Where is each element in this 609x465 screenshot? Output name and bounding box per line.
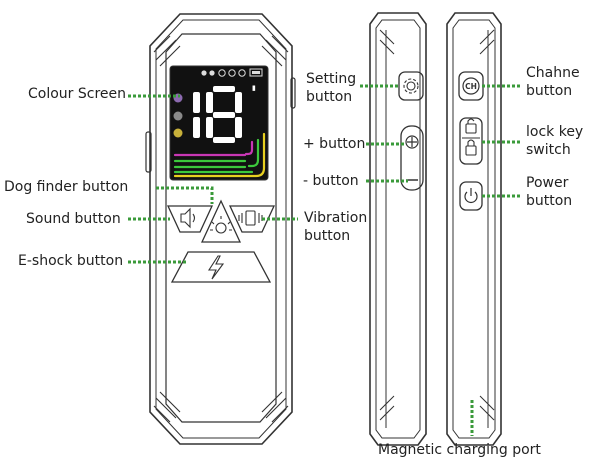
setting-button[interactable]	[398, 71, 424, 101]
channel-icon-text: CH	[465, 82, 477, 91]
power-icon	[464, 188, 478, 203]
label-minus: - button	[303, 173, 359, 189]
gear-icon	[403, 78, 419, 94]
screen-channel-indicator: ▮	[252, 84, 256, 92]
label-plus: + button	[303, 136, 366, 152]
label-sound: Sound button	[26, 211, 121, 227]
corner-grip-top-right	[261, 35, 289, 67]
label-magnetic: Magnetic charging port	[378, 442, 541, 458]
lock-icon	[462, 118, 480, 156]
vibration-button[interactable]	[228, 205, 276, 233]
label-power-line2: button	[526, 193, 573, 209]
screen-mode-icons	[173, 93, 183, 138]
dog-finder-button[interactable]	[200, 199, 242, 243]
leader-dog-finder	[156, 186, 214, 204]
colour-screen: ▮	[169, 65, 269, 181]
label-setting-line1: Setting	[306, 71, 357, 87]
battery-icon	[249, 68, 263, 77]
corner-grip-top-left	[153, 35, 181, 67]
label-vibration-line2: button	[304, 228, 351, 244]
remote-body-outline	[149, 13, 293, 445]
label-vibration-line1: Vibration	[304, 210, 368, 226]
lightning-icon	[207, 255, 225, 280]
remote-face-panel	[165, 33, 277, 423]
flashlight-icon	[210, 216, 232, 234]
status-icons	[201, 68, 263, 77]
eshock-button[interactable]	[170, 251, 272, 283]
speaker-icon	[180, 207, 191, 229]
level-bars	[173, 132, 266, 178]
remote-body-inner	[155, 19, 287, 439]
right-side-key	[290, 77, 296, 109]
remote-front-view	[145, 13, 296, 445]
label-power-line1: Power	[526, 175, 569, 191]
label-lock-line2: switch	[526, 142, 571, 158]
label-setting-line2: button	[306, 89, 353, 105]
label-dog-finder: Dog finder button	[4, 179, 129, 195]
leader-lines	[128, 84, 522, 436]
label-channel-line2: button	[526, 83, 573, 99]
label-eshock: E-shock button	[18, 253, 124, 269]
vibration-icon	[238, 210, 263, 226]
label-channel-line1: Chahne	[526, 65, 580, 81]
plus-button[interactable]	[405, 135, 419, 149]
label-colour-screen: Colour Screen	[28, 86, 127, 102]
screen-mode-icon-3	[173, 128, 183, 138]
screen-digits	[193, 86, 242, 143]
power-button[interactable]	[459, 181, 483, 211]
plus-icon	[405, 135, 419, 149]
channel-icon	[462, 77, 480, 95]
corner-grip-bottom-left	[153, 391, 181, 423]
sound-button[interactable]	[166, 205, 214, 233]
label-lock-line1: lock key	[526, 124, 584, 140]
remote-side-view-left	[369, 12, 427, 446]
remote-side-view-right: CH	[446, 12, 502, 446]
channel-button[interactable]: CH	[458, 71, 484, 101]
lock-key-switch[interactable]	[459, 117, 483, 165]
left-side-key	[145, 131, 152, 173]
screen-mode-icon-2	[173, 111, 183, 121]
volume-rocker	[400, 125, 424, 191]
corner-grip-bottom-right	[261, 391, 289, 423]
